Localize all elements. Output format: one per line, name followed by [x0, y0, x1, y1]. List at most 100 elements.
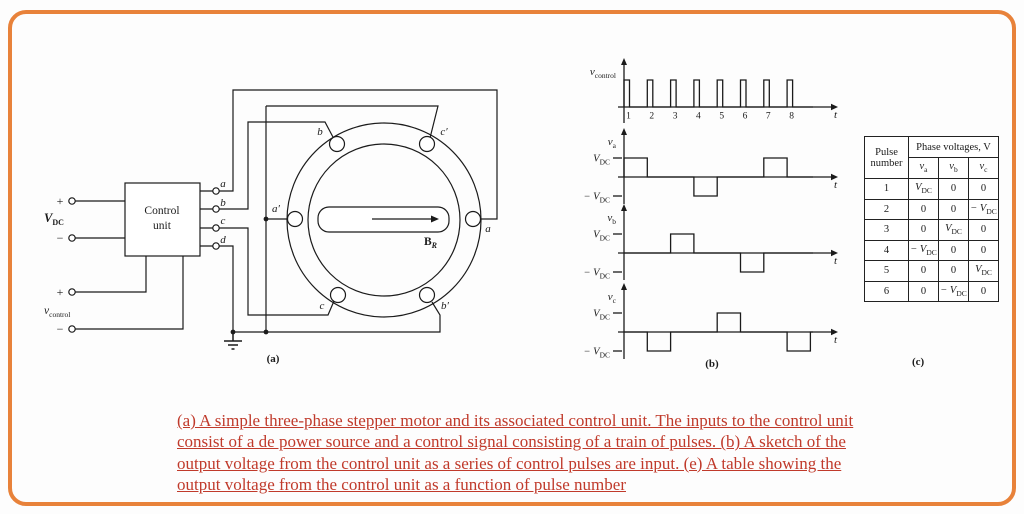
pulse-number: 4: [696, 112, 701, 122]
y-axis-label: vc: [608, 291, 617, 305]
caption-line: (a) A simple three-phase stepper motor a…: [177, 411, 854, 430]
table-header-group: Phase voltages, V: [908, 136, 999, 158]
pulse-number: 5: [719, 112, 724, 122]
coil-c-prime-label: c′: [440, 126, 448, 138]
control-unit-label-line2: unit: [153, 220, 172, 232]
coil-a-label: a: [485, 223, 491, 235]
pulse-number: 3: [673, 112, 678, 122]
y-axis-arrow: [621, 283, 627, 290]
ground-symbol: [224, 332, 242, 350]
table-cell: 0: [968, 239, 999, 261]
pulse-number: 6: [743, 112, 748, 122]
vcontrol-label: vcontrol: [44, 305, 70, 319]
junction-dots: [230, 216, 269, 335]
subfigure-a-label: (a): [267, 353, 280, 365]
x-axis-label: t: [834, 109, 838, 121]
subfigure-c-label: (c): [912, 356, 925, 368]
table-cell: 0: [908, 280, 939, 302]
table-cell: 1: [864, 178, 909, 200]
table-cell: 0: [938, 239, 969, 261]
pulse-train-trace: [623, 79, 813, 108]
subfigure-b-label: (b): [705, 358, 719, 370]
table-cell: 0: [968, 178, 999, 200]
control-unit-label-line1: Control: [144, 205, 179, 217]
y-axis-arrow: [621, 58, 627, 65]
orange-border-frame: [8, 10, 1016, 506]
waveform-v_a: va t VDC − VDC: [583, 128, 838, 205]
table-cell: 0: [938, 178, 969, 200]
x-axis-arrow: [831, 173, 838, 181]
vcontrol-plus-sign: +: [57, 285, 64, 299]
caption-line: consist of a de power source and a contr…: [177, 432, 846, 452]
vcontrol-plus-terminal: [68, 288, 76, 296]
table-column-header: vc: [968, 157, 999, 179]
y-tick-label: − VDC: [583, 347, 610, 360]
coil-b: [328, 135, 346, 153]
coil-c-prime: [418, 135, 436, 153]
wires: [75, 89, 498, 333]
table-cell: 0: [908, 219, 939, 241]
table-cell: VDC: [938, 219, 969, 241]
vdc-plus-terminal: [68, 197, 76, 205]
pulse-number: 2: [649, 112, 654, 122]
coil-b-label: b: [317, 126, 323, 138]
input-terminals: [68, 187, 220, 333]
coil-b-prime: [418, 286, 436, 304]
step-voltage-trace: [624, 312, 813, 352]
coil-a: [464, 210, 482, 228]
waveform-v_c: vc t VDC − VDC: [583, 283, 838, 360]
rotor-label: BR: [424, 236, 438, 250]
table-cell: 5: [864, 260, 909, 282]
table-cell: 6: [864, 280, 909, 302]
output-terminal-a: [212, 187, 220, 195]
x-axis-label: t: [834, 255, 838, 267]
caption-line: output voltage from the control unit as …: [177, 475, 626, 495]
y-axis-arrow: [621, 204, 627, 211]
stepper-motor-circuit: [68, 89, 498, 350]
y-tick-label: − VDC: [583, 192, 610, 205]
x-axis-label: t: [834, 179, 838, 191]
pulse-number: 7: [766, 112, 771, 122]
output-terminal-c: [212, 224, 220, 232]
y-tick-label: VDC: [593, 154, 610, 167]
table-cell: 4: [864, 239, 909, 261]
y-tick-label: − VDC: [583, 268, 610, 281]
table-cell: 0: [938, 198, 969, 220]
figure-caption: (a) A simple three-phase stepper motor a…: [177, 410, 907, 496]
stator-coils: [286, 135, 482, 304]
y-axis-label: va: [608, 136, 617, 150]
pulse-number: 1: [626, 112, 631, 122]
table-cell: 3: [864, 219, 909, 241]
caption-line: output voltage from the control unit as …: [177, 453, 842, 473]
rotor: [317, 206, 450, 233]
vdc-minus-sign: −: [57, 231, 64, 245]
table-cell: 0: [908, 260, 939, 282]
coil-a-prime-label: a′: [272, 203, 281, 215]
table-cell: 2: [864, 198, 909, 220]
x-axis-arrow: [831, 249, 838, 257]
coil-a-prime: [286, 210, 304, 228]
terminal-b-label: b: [220, 197, 226, 209]
table-cell: − VDC: [938, 280, 969, 302]
vcontrol-minus-terminal: [68, 325, 76, 333]
coil-c-label: c: [320, 300, 325, 312]
x-axis-label: t: [834, 334, 838, 346]
vdc-plus-sign: +: [57, 194, 64, 208]
table-cell: VDC: [908, 178, 939, 200]
coil-b-prime-label: b′: [441, 300, 450, 312]
table-row-header: Pulse number: [864, 136, 909, 179]
y-axis-arrow: [621, 128, 627, 135]
x-axis-arrow: [831, 103, 838, 111]
vcontrol-minus-sign: −: [57, 322, 64, 336]
table-cell: 0: [968, 280, 999, 302]
table-cell: VDC: [968, 260, 999, 282]
y-tick-label: VDC: [593, 309, 610, 322]
table-cell: 0: [938, 260, 969, 282]
y-tick-label: VDC: [593, 230, 610, 243]
